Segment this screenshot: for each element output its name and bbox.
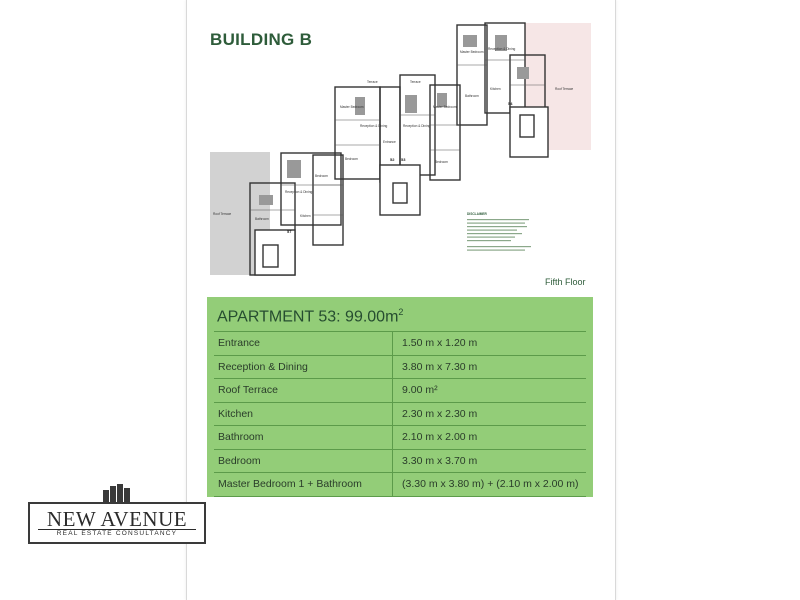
floorplan-notes: DISCLAIMER (467, 212, 531, 251)
floorplan-partitions (250, 59, 545, 216)
label-bedroom-2: Bedroom (435, 160, 448, 164)
table-row: Master Bedroom 1 + Bathroom(3.30 m x 3.8… (214, 472, 586, 497)
label-bedroom-1: Bedroom (345, 157, 358, 161)
floor-plan: Roof Terrace Roof Terrace Terrace Terrac… (210, 22, 591, 276)
logo-frame: NEW AVENUE REAL ESTATE CONSULTANCY (28, 502, 206, 544)
room-name: Kitchen (214, 401, 393, 426)
label-roof-terrace-left: Roof Terrace (213, 212, 231, 216)
label-reception-dining-1: Reception & Dining (360, 124, 388, 128)
label-kitchen-1: Kitchen (300, 214, 311, 218)
logo-tagline: REAL ESTATE CONSULTANCY (56, 530, 178, 537)
room-name: Bedroom (214, 448, 393, 473)
label-bathroom-2: Bathroom (465, 94, 479, 98)
unit-52: 52 (390, 157, 395, 162)
label-reception-dining-4: Reception & Dining (488, 47, 516, 51)
room-size: (3.30 m x 3.80 m) + (2.10 m x 2.00 m) (392, 472, 586, 497)
label-terrace-1: Terrace (367, 80, 378, 84)
unit-54: 54 (508, 101, 513, 106)
label-entrance: Entrance (383, 140, 396, 144)
building-icon (103, 484, 130, 503)
label-master-bedroom-1: Master Bedroom (340, 105, 364, 109)
label-reception-dining-3: Reception & Dining (285, 190, 313, 194)
apartment-title-text: APARTMENT 53: 99.00m (217, 308, 399, 326)
room-size: 2.30 m x 2.30 m (392, 401, 586, 426)
label-bedroom-3: Bedroom (315, 174, 328, 178)
building-title: BUILDING B (210, 30, 313, 49)
label-terrace-2: Terrace (410, 80, 421, 84)
room-size: 3.80 m x 7.30 m (392, 354, 586, 379)
label-bathroom-1: Bathroom (255, 217, 269, 221)
notes-heading: DISCLAIMER (467, 212, 488, 216)
apartment-title: APARTMENT 53: 99.00m2 (217, 307, 403, 326)
label-roof-terrace-right: Roof Terrace (555, 87, 573, 91)
room-name: Entrance (214, 331, 393, 355)
room-size: 1.50 m x 1.20 m (392, 331, 586, 355)
company-logo: NEW AVENUE REAL ESTATE CONSULTANCY (28, 484, 206, 544)
logo-divider (38, 529, 196, 530)
apartment-title-superscript: 2 (398, 307, 404, 317)
room-size: 2.10 m x 2.00 m (392, 425, 586, 449)
floorplan-unit-numbers: 52 53 54 57 (287, 101, 513, 234)
label-master-bedroom-3: Master Bedroom (460, 50, 484, 54)
room-name: Master Bedroom 1 + Bathroom (214, 472, 393, 497)
label-reception-dining-2: Reception & Dining (403, 124, 431, 128)
unit-57: 57 (287, 229, 292, 234)
floorplan-room-labels: Roof Terrace Roof Terrace Terrace Terrac… (213, 47, 573, 221)
furniture (259, 35, 529, 205)
unit-53: 53 (401, 157, 406, 162)
room-size: 3.30 m x 3.70 m (392, 448, 586, 473)
room-name: Roof Terrace (214, 378, 393, 402)
room-name: Bathroom (214, 425, 393, 449)
floor-label: Fifth Floor (545, 277, 586, 287)
logo-name: NEW AVENUE (46, 507, 188, 531)
label-kitchen-2: Kitchen (490, 87, 501, 91)
floorplan-walls (249, 22, 549, 276)
room-size: 9.00 m² (392, 378, 586, 402)
room-name: Reception & Dining (214, 354, 393, 379)
label-master-bedroom-2: Master Bedroom (433, 105, 457, 109)
